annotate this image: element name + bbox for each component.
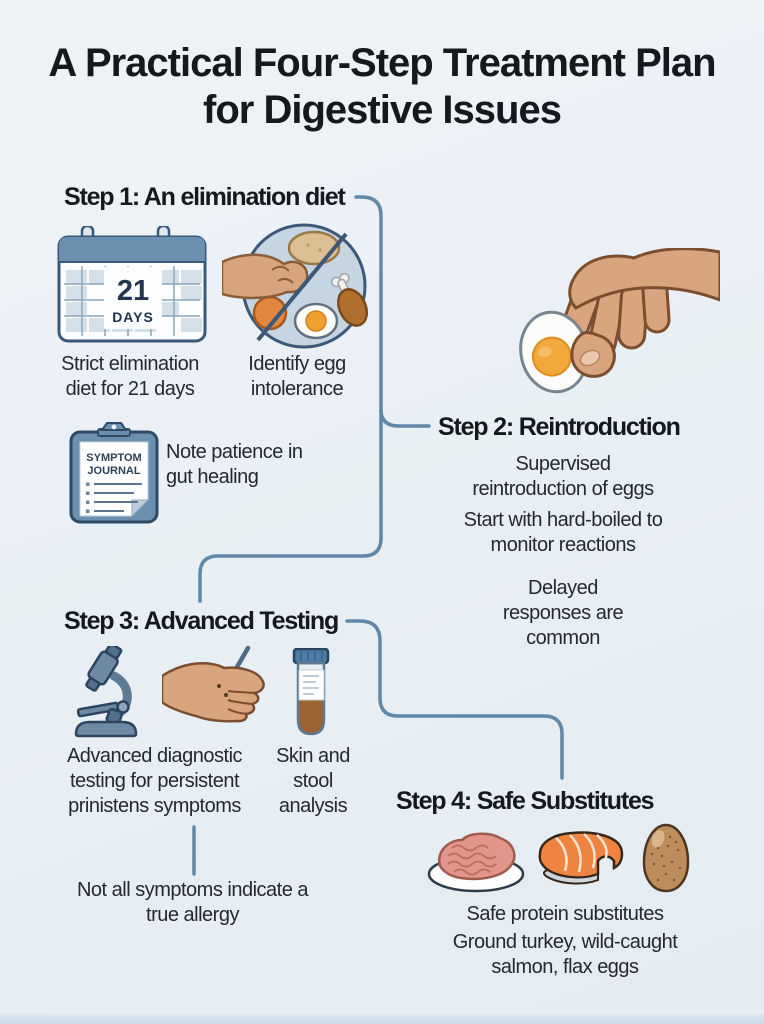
hand-back-shape	[568, 247, 722, 310]
boiled-egg-shape	[519, 310, 589, 394]
salmon-skin-shape	[542, 868, 599, 885]
step3-footnote: Not all symptoms indicate a true allergy	[76, 879, 309, 926]
stool-sample-tube-icon	[288, 647, 334, 741]
step2-note-hard-boiled: Start with hard-boiled to monitor reacti…	[463, 509, 663, 556]
hand-holding-egg-icon	[484, 247, 722, 405]
step1-caption-plate: Identify egg intolerance	[248, 353, 346, 400]
bottom-accent-strip	[0, 1014, 764, 1024]
skin-prick-hand-icon	[160, 645, 268, 731]
step1-caption-journal: Note patience in gut healing	[166, 441, 303, 488]
prohibition-slash	[256, 232, 348, 342]
calendar-unit: DAYS	[112, 309, 154, 325]
bread-shape	[287, 230, 341, 266]
step4-note-examples: Ground turkey, wild-caught salmon, flax …	[452, 931, 678, 978]
microscope-icon	[70, 642, 142, 743]
calendar-number: 21	[117, 275, 149, 307]
step3-heading: Step 3: Advanced Testing	[64, 607, 339, 635]
step2-heading: Step 2: Reintroduction	[438, 413, 681, 441]
reaching-hand-shape	[220, 253, 309, 300]
connector-branch-step2	[379, 408, 431, 428]
lancet-shape	[234, 645, 251, 670]
forbidden-foods-plate-icon	[220, 220, 382, 357]
step4-note-substitutes: Safe protein substitutes	[466, 903, 664, 925]
journal-title-line1: SYMPTOM	[86, 452, 141, 464]
step2-note-delayed: Delayed responses are common	[502, 577, 624, 649]
step4-heading: Step 4: Safe Substitutes	[396, 787, 655, 815]
flax-egg-icon	[640, 822, 692, 899]
symptom-journal-icon: SYMPTOM JOURNAL	[68, 422, 160, 531]
step1-caption-calendar: Strict elimination diet for 21 days	[61, 353, 199, 400]
step3-caption-testing: Advanced diagnostic testing for persiste…	[66, 745, 243, 817]
calendar-21-days-icon: 21 DAYS	[56, 224, 208, 349]
page-title: A Practical Four-Step Treatment Plan for…	[48, 41, 716, 133]
salmon-steak-icon	[534, 828, 626, 895]
step2-note-supervised: Supervised reintroduction of eggs	[472, 453, 654, 500]
drumstick-shape	[330, 272, 369, 327]
thumb-shape	[570, 331, 616, 378]
journal-title-line2: JOURNAL	[87, 465, 140, 477]
egg-slice-shape	[293, 302, 339, 340]
step1-heading: Step 1: An elimination diet	[64, 183, 346, 211]
ground-turkey-plate-icon	[426, 824, 526, 899]
step3-caption-analysis: Skin and stool analysis	[276, 745, 350, 817]
